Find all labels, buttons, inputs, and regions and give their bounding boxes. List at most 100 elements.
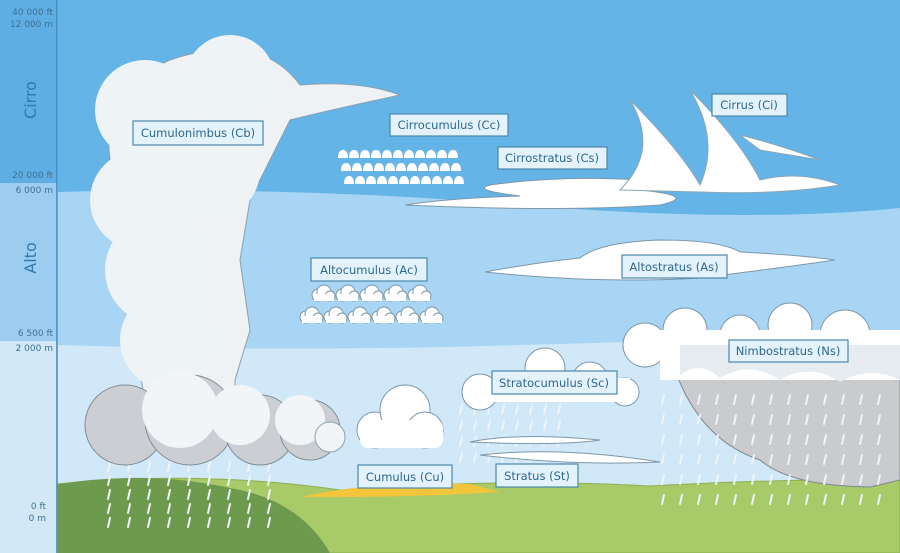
raindrop [127,489,131,500]
cirrocumulus-puff [374,163,384,171]
raindrop [661,394,665,405]
raindrop [715,394,719,405]
raindrop [733,414,737,425]
raindrop [267,503,271,514]
raindrop [557,420,561,431]
raindrop [107,503,111,514]
raindrop [207,503,211,514]
cirrocumulus-puff [429,163,439,171]
raindrop [187,489,191,500]
raindrop [501,420,505,431]
raindrop [529,420,533,431]
raindrop [787,434,791,445]
raindrop [459,420,463,431]
label-cirrocumulus: Cirrocumulus (Cc) [389,113,509,137]
cirrocumulus-puff [418,163,428,171]
axis-mid-m: 2 000 m [16,344,53,354]
cirrocumulus-puff [432,176,442,184]
axis-ground-m: 0 m [29,514,46,524]
svg-text:Cumulonimbus (Cb): Cumulonimbus (Cb) [141,126,255,140]
altocumulus-puff-base [410,294,430,301]
cirrocumulus-puff [363,163,373,171]
raindrop [207,475,211,486]
cirrocumulus-puff [399,176,409,184]
raindrop [661,494,665,505]
axis-high-m: 6 000 m [16,186,53,196]
raindrop [227,461,231,472]
raindrop [715,434,719,445]
raindrop [227,517,231,528]
raindrop [751,474,755,485]
raindrop [733,454,737,465]
raindrop [769,434,773,445]
raindrop [787,474,791,485]
raindrop [877,454,881,465]
svg-text:Cirrostratus (Cs): Cirrostratus (Cs) [505,151,599,165]
raindrop [751,454,755,465]
raindrop [107,475,111,486]
cirrocumulus-puff [396,163,406,171]
raindrop [515,404,519,415]
raindrop [661,414,665,425]
raindrop [557,404,561,415]
cirrocumulus-puff [451,163,461,171]
raindrop [127,475,131,486]
raindrop [459,436,463,447]
raindrop [515,420,519,431]
svg-text:Altostratus (As): Altostratus (As) [629,260,718,274]
label-cumulonimbus: Cumulonimbus (Cb) [132,120,264,146]
cirrus-cloud [618,89,842,194]
altocumulus-puff-base [326,316,346,323]
raindrop [715,414,719,425]
altocumulus-puff-base [350,316,370,323]
axis-band-mid [0,183,57,341]
raindrop [841,454,845,465]
raindrop [841,414,845,425]
raindrop [769,394,773,405]
axis-mid-ft: 6 500 ft [18,329,54,339]
raindrop [823,454,827,465]
cirrocumulus-puff [388,176,398,184]
cirrocumulus-puff [349,150,359,158]
raindrop [805,454,809,465]
cirrocumulus-puff [440,163,450,171]
raindrop [697,394,701,405]
altocumulus-cloud [299,284,444,324]
raindrop [715,494,719,505]
cirrocumulus-puff [344,176,354,184]
raindrop [473,420,477,431]
raindrop [247,475,251,486]
raindrop [859,434,863,445]
zone-alto-label: Alto [21,242,40,273]
raindrop [267,489,271,500]
axis-band-high [0,0,57,183]
altocumulus-puff-base [374,316,394,323]
raindrop [107,461,111,472]
raindrop [859,414,863,425]
raindrop [751,494,755,505]
raindrop [247,503,251,514]
raindrop [787,394,791,405]
raindrop [207,489,211,500]
raindrop [501,404,505,415]
cirrocumulus-puff [421,176,431,184]
raindrop [859,474,863,485]
raindrop [487,420,491,431]
raindrop [661,454,665,465]
raindrop [805,474,809,485]
cirrocumulus-puff [410,176,420,184]
axis-top-ft: 40 000 ft [12,8,53,18]
cirrocumulus-puff [385,163,395,171]
raindrop [543,404,547,415]
svg-text:Cirrocumulus (Cc): Cirrocumulus (Cc) [398,118,501,132]
raindrop [267,475,271,486]
cirrocumulus-puff [360,150,370,158]
raindrop [107,517,111,528]
rain-streaks [107,394,881,528]
raindrop [529,404,533,415]
raindrop [841,474,845,485]
raindrop [751,394,755,405]
raindrop [267,517,271,528]
label-nimbostratus: Nimbostratus (Ns) [728,339,849,363]
